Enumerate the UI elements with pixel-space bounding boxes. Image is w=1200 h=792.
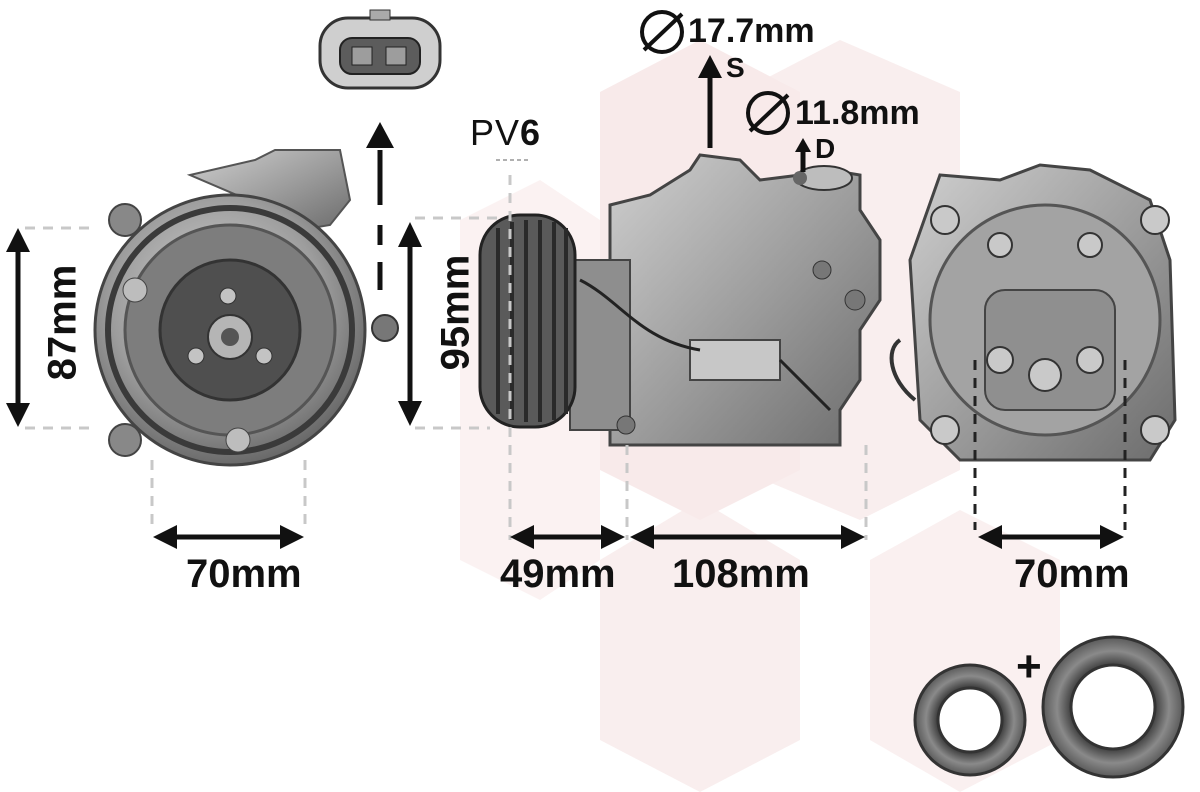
pulley-length-label: 49mm (500, 552, 616, 596)
front-width-label: 70mm (186, 552, 302, 596)
sealing-rings (913, 635, 1185, 779)
pulley-prefix: PV (470, 112, 521, 153)
dimension-arrows (6, 55, 1124, 549)
side-height-label: 95mm (433, 254, 478, 371)
connector-arrow (366, 122, 394, 290)
suction-port-label: S (726, 52, 745, 83)
electrical-connector-image (318, 9, 442, 90)
body-length-label: 108mm (672, 552, 810, 596)
dimension-guides (25, 175, 868, 540)
pulley-type-label: PV6 (470, 112, 541, 154)
plus-sign: + (1016, 642, 1042, 691)
suction-diameter-label: 17.7mm (688, 12, 815, 50)
compressor-front-view (93, 149, 399, 467)
pulley-grooves: 6 (520, 112, 542, 153)
compressor-rear-view (889, 163, 1177, 462)
rear-width-label: 70mm (1014, 552, 1130, 596)
diameter-symbols (640, 10, 790, 135)
discharge-diameter-label: 11.8mm (795, 94, 920, 132)
front-height-label: 87mm (40, 264, 85, 381)
compressor-side-view (478, 153, 882, 447)
discharge-port-label: D (815, 133, 836, 164)
